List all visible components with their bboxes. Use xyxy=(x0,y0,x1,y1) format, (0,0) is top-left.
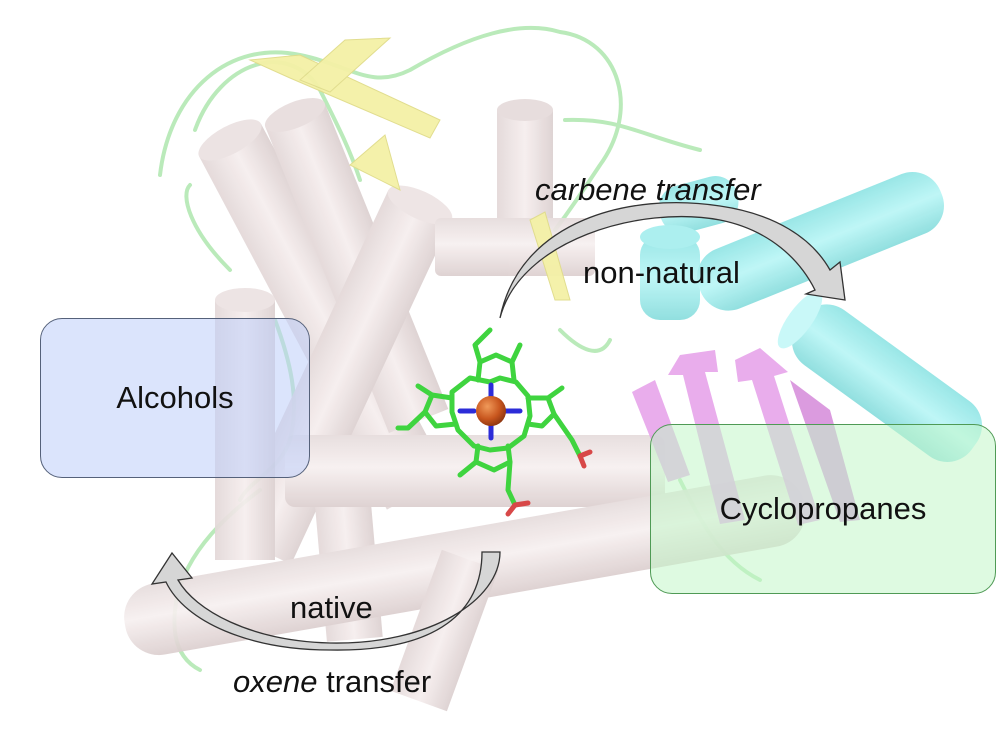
transfer-word: transfer xyxy=(647,172,761,207)
transfer-word: transfer xyxy=(317,664,432,699)
product-box-cyclopropanes: Cyclopropanes xyxy=(650,424,996,594)
beta-sheet-yellow xyxy=(248,37,571,301)
non-natural-label: non-natural xyxy=(583,255,740,290)
helices-cyan xyxy=(640,171,983,462)
carbene-word: carbene xyxy=(535,172,648,207)
loop-top-right xyxy=(563,117,702,152)
product-label-alcohols: Alcohols xyxy=(116,380,234,415)
arrow-carbene-transfer xyxy=(499,201,846,319)
loop-top xyxy=(158,25,623,232)
oxene-word: oxene xyxy=(233,664,318,699)
native-label: native xyxy=(290,590,373,625)
loop-left xyxy=(184,183,232,272)
carbene-transfer-label: carbene transfer xyxy=(535,172,761,208)
arrow-oxene-transfer xyxy=(150,551,501,651)
oxene-transfer-label: oxene transfer xyxy=(233,664,431,700)
heme-cofactor xyxy=(395,327,593,517)
iron-atom xyxy=(476,396,506,426)
loop-center xyxy=(558,328,612,353)
product-label-cyclopropanes: Cyclopropanes xyxy=(719,491,927,526)
product-box-alcohols: Alcohols xyxy=(40,318,310,478)
